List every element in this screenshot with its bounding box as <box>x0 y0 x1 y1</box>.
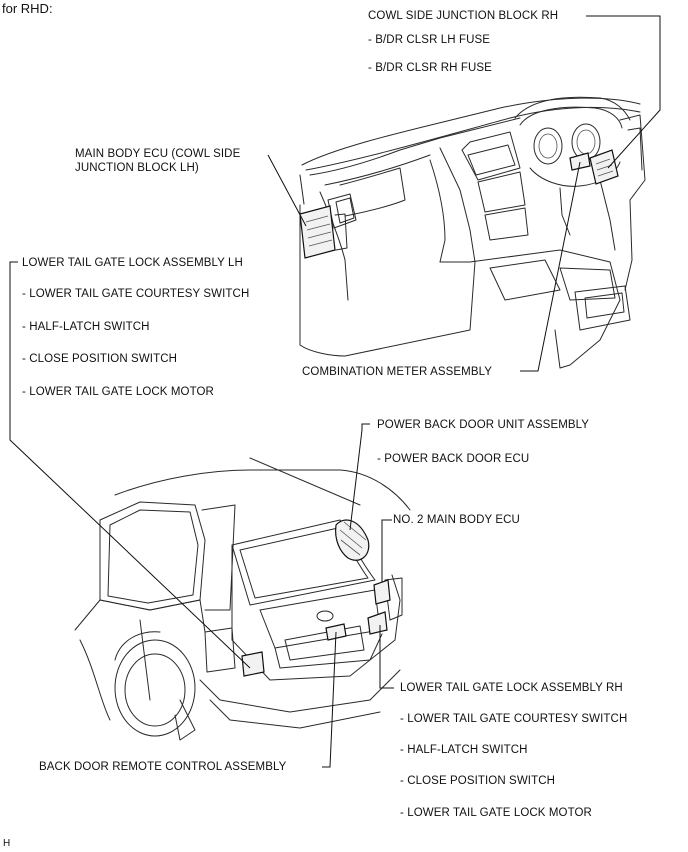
label-lh-half-latch-switch: - HALF-LATCH SWITCH <box>22 321 150 333</box>
variant-heading: for RHD: <box>2 1 53 16</box>
label-cowl-rh-fuse-lh: - B/DR CLSR LH FUSE <box>368 34 491 46</box>
label-cowl-rh-fuse-rh: - B/DR CLSR RH FUSE <box>368 62 492 74</box>
label-main-body-ecu-line2: JUNCTION BLOCK LH) <box>75 162 199 174</box>
dashboard-illustration <box>299 96 646 369</box>
label-back-door-remote-control: BACK DOOR REMOTE CONTROL ASSEMBLY <box>39 761 287 773</box>
figure-code: H <box>3 838 11 849</box>
label-cowl-junction-block-rh: COWL SIDE JUNCTION BLOCK RH <box>368 10 559 22</box>
label-combination-meter: COMBINATION METER ASSEMBLY <box>302 366 493 378</box>
label-rh-half-latch-switch: - HALF-LATCH SWITCH <box>400 744 528 756</box>
label-no2-main-body-ecu: NO. 2 MAIN BODY ECU <box>393 514 520 526</box>
label-lower-tail-gate-lock-lh: LOWER TAIL GATE LOCK ASSEMBLY LH <box>22 257 243 269</box>
label-power-back-door-ecu: - POWER BACK DOOR ECU <box>377 453 530 465</box>
label-rh-close-position-switch: - CLOSE POSITION SWITCH <box>400 775 556 787</box>
label-rh-courtesy-switch: - LOWER TAIL GATE COURTESY SWITCH <box>400 713 628 725</box>
label-lh-close-position-switch: - CLOSE POSITION SWITCH <box>22 353 178 365</box>
label-main-body-ecu-line1: MAIN BODY ECU (COWL SIDE <box>75 148 241 160</box>
label-lower-tail-gate-lock-rh: LOWER TAIL GATE LOCK ASSEMBLY RH <box>400 682 623 694</box>
label-rh-lock-motor: - LOWER TAIL GATE LOCK MOTOR <box>400 807 592 819</box>
label-power-back-door-unit: POWER BACK DOOR UNIT ASSEMBLY <box>377 419 590 431</box>
label-lh-courtesy-switch: - LOWER TAIL GATE COURTESY SWITCH <box>22 288 250 300</box>
leader-lines <box>9 15 661 768</box>
label-lh-lock-motor: - LOWER TAIL GATE LOCK MOTOR <box>22 386 214 398</box>
vehicle-rear-illustration <box>74 457 411 741</box>
